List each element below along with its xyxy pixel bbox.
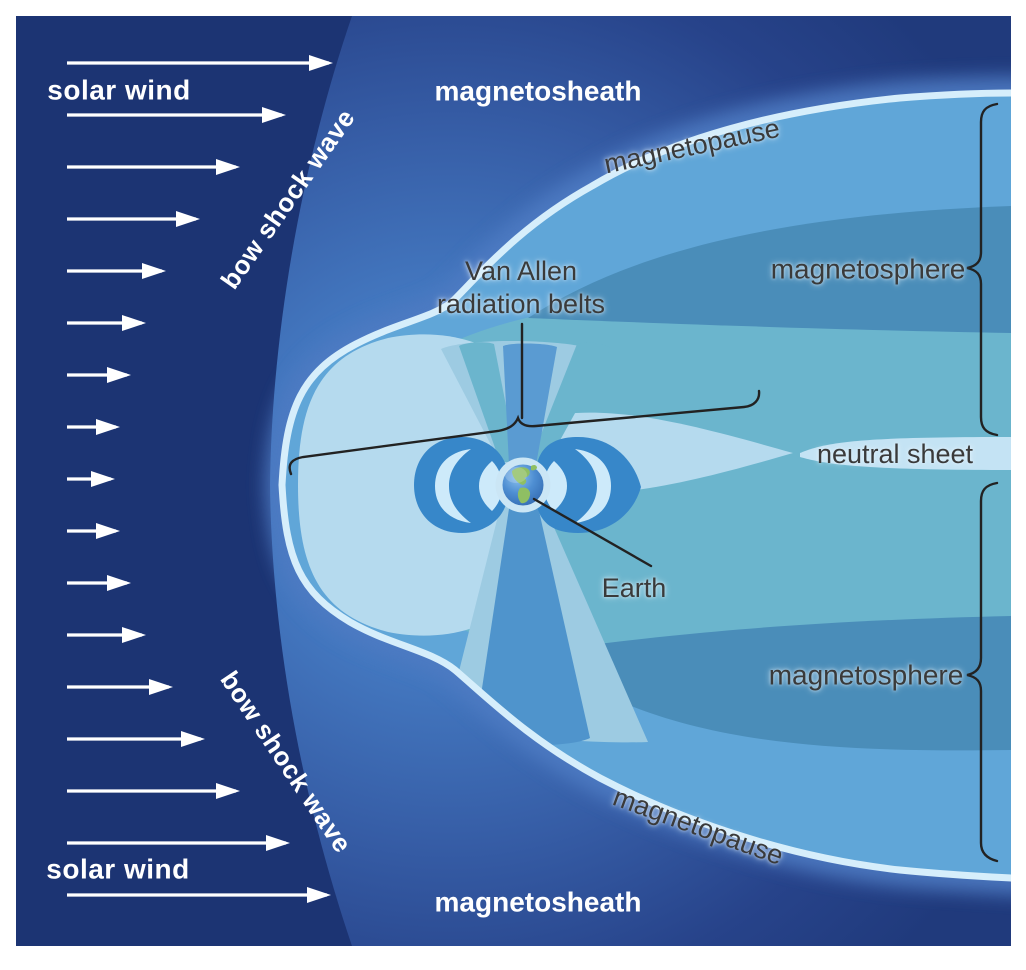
magnetosphere-brace-bottom: [966, 481, 999, 863]
label-solar-wind-bottom: solar wind: [46, 853, 190, 885]
polar-fan-top-teal-right: [530, 342, 611, 462]
van-allen-brace: [288, 389, 761, 476]
label-magnetosphere-top: magnetosphere: [770, 253, 966, 285]
magnetosphere-brace-top: [966, 102, 999, 437]
label-solar-wind-top: solar wind: [47, 74, 191, 106]
label-van-allen-line1: Van Allen: [464, 256, 578, 286]
label-magnetosheath-bottom: magnetosheath: [434, 886, 642, 918]
magnetopause-boundary-line: [278, 89, 1011, 882]
label-van-allen-line2: radiation belts: [436, 289, 606, 319]
earth-gloss: [505, 467, 527, 483]
earth-globe: [495, 457, 551, 513]
magnetosphere-band-top: [528, 206, 1011, 333]
van-allen-belt-left: [414, 437, 507, 533]
earth-land-south-america: [517, 487, 531, 504]
belt-crescent-left-outer: [435, 449, 471, 523]
annotations: [288, 102, 999, 863]
polar-fan-top-blue: [503, 343, 557, 465]
earth-land-north-america: [512, 467, 530, 485]
polar-fan-top-teal-left: [459, 342, 517, 462]
magnetosphere-band-bottom: [535, 616, 1011, 751]
belt-crescent-right-outer: [575, 449, 611, 523]
label-magnetosphere-bottom: magnetosphere: [768, 659, 964, 691]
earth-pointer-line: [532, 497, 653, 568]
van-allen-belt-right: [536, 437, 641, 533]
solar-wind-arrows: [67, 55, 333, 903]
magnetosphere-interior: [282, 93, 1011, 878]
belt-crescent-left-inner: [479, 461, 502, 511]
label-magnetosheath-top: magnetosheath: [434, 75, 642, 107]
label-neutral-sheet: neutral sheet: [816, 439, 974, 470]
neutral-sheet-band: [800, 437, 1011, 470]
belt-crescent-right-inner: [544, 461, 567, 511]
polar-fan-bottom-blue: [475, 502, 590, 746]
label-van-allen-radiation-belts: Van Allen radiation belts: [437, 255, 605, 321]
label-earth: Earth: [601, 573, 667, 604]
earth-land-greenland: [531, 464, 537, 471]
